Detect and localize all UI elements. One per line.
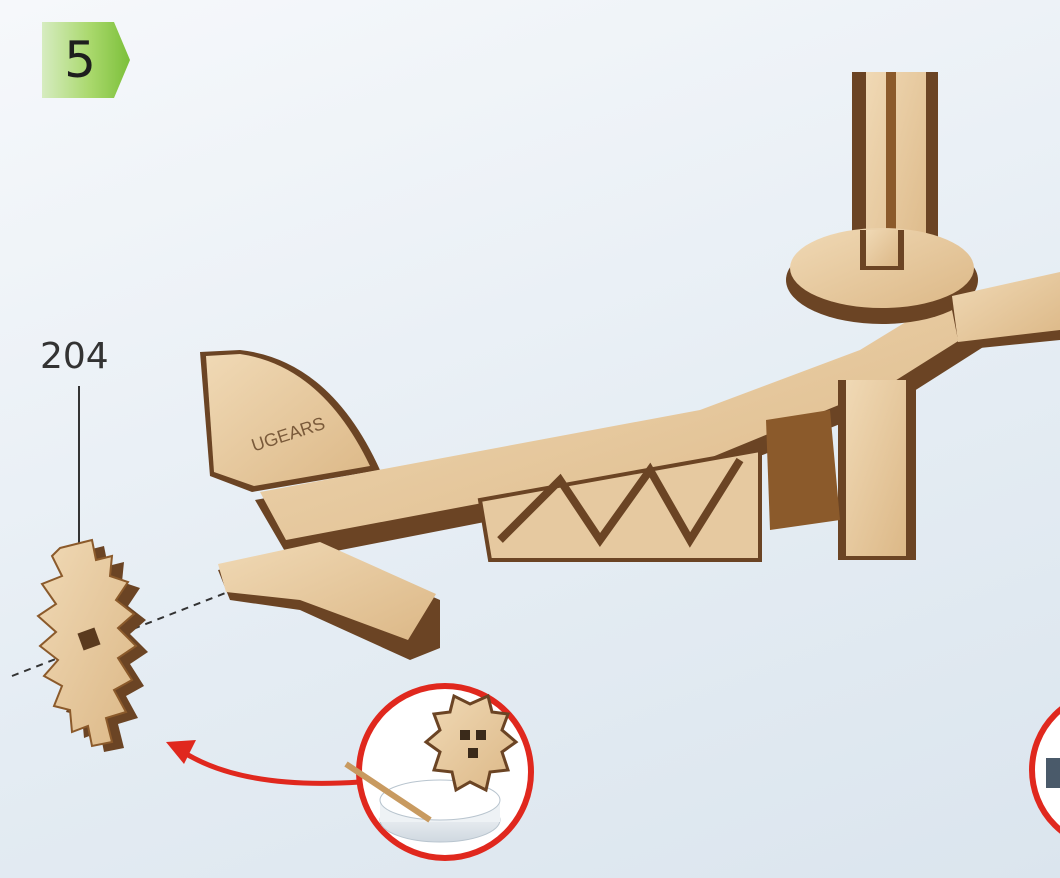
gear-part-204 (38, 540, 148, 752)
glue-callout (346, 686, 531, 858)
partial-callout-right (1032, 692, 1060, 848)
callout-arrow (180, 750, 360, 783)
callout-arrow-head (166, 740, 196, 764)
wooden-model-assembly: UGEARS (200, 72, 1060, 660)
